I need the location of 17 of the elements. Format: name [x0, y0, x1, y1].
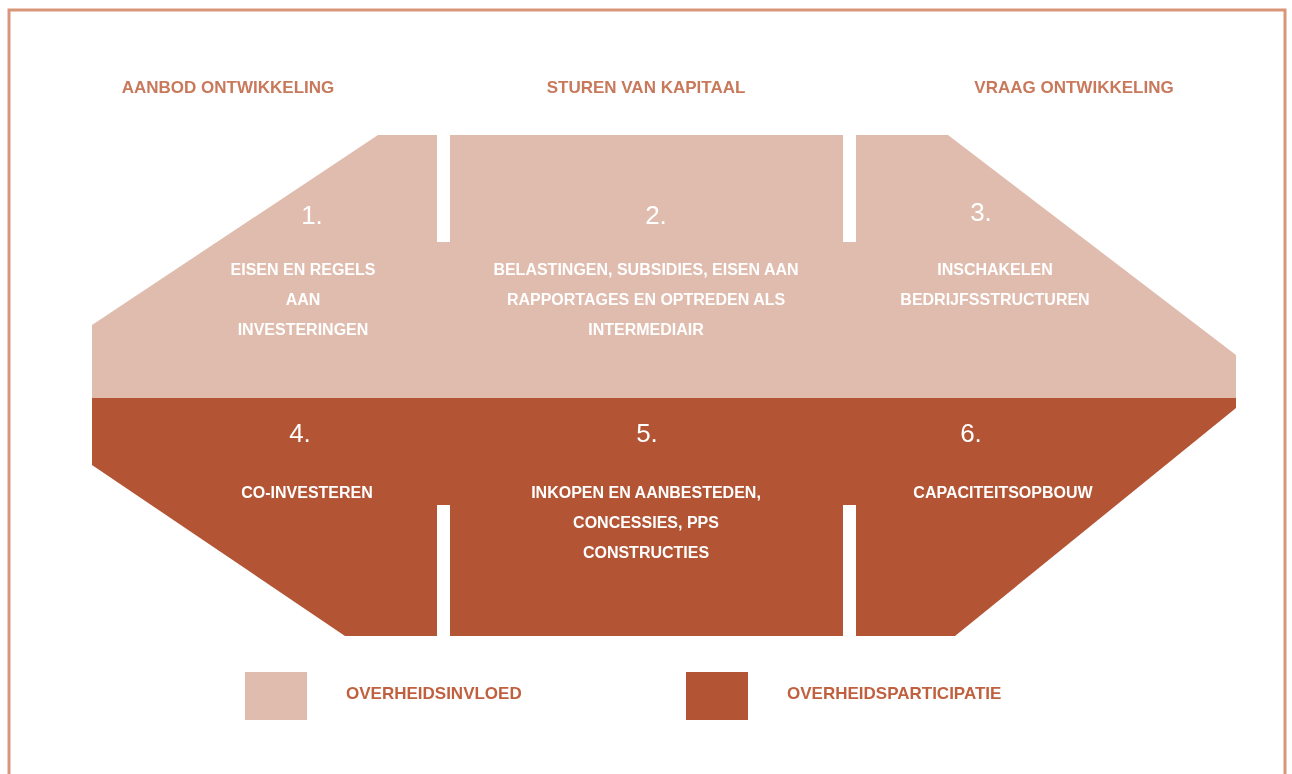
legend-label: OVERHEIDSPARTICIPATIE	[787, 684, 1002, 704]
region-text: BELASTINGEN, SUBSIDIES, EISEN AAN RAPPORTAGES EN OPTREDEN ALS INTERMEDIAIR	[492, 260, 800, 340]
legend-label: OVERHEIDSINVLOED	[346, 684, 522, 704]
region-number: 5.	[636, 417, 658, 449]
column-heading: STUREN VAN KAPITAAL	[546, 78, 746, 98]
region-number: 3.	[970, 196, 992, 228]
region-number: 1.	[301, 199, 323, 231]
region-text: CAPACITEITSOPBOUW	[912, 483, 1094, 503]
region-text: INKOPEN EN AANBESTEDEN, CONCESSIES, PPS CONSTRUCTIES	[530, 483, 762, 563]
column-heading: VRAAG ONTWIKKELING	[974, 78, 1174, 98]
region-text: INSCHAKELEN BEDRIJFSSTRUCTUREN	[899, 260, 1091, 310]
region-number: 4.	[289, 417, 311, 449]
region-number: 6.	[960, 417, 982, 449]
column-heading: AANBOD ONTWIKKELING	[121, 78, 335, 98]
region-text: EISEN EN REGELS AAN INVESTERINGEN	[229, 260, 377, 340]
region-text: CO-INVESTEREN	[240, 483, 374, 503]
region-number: 2.	[645, 199, 667, 231]
